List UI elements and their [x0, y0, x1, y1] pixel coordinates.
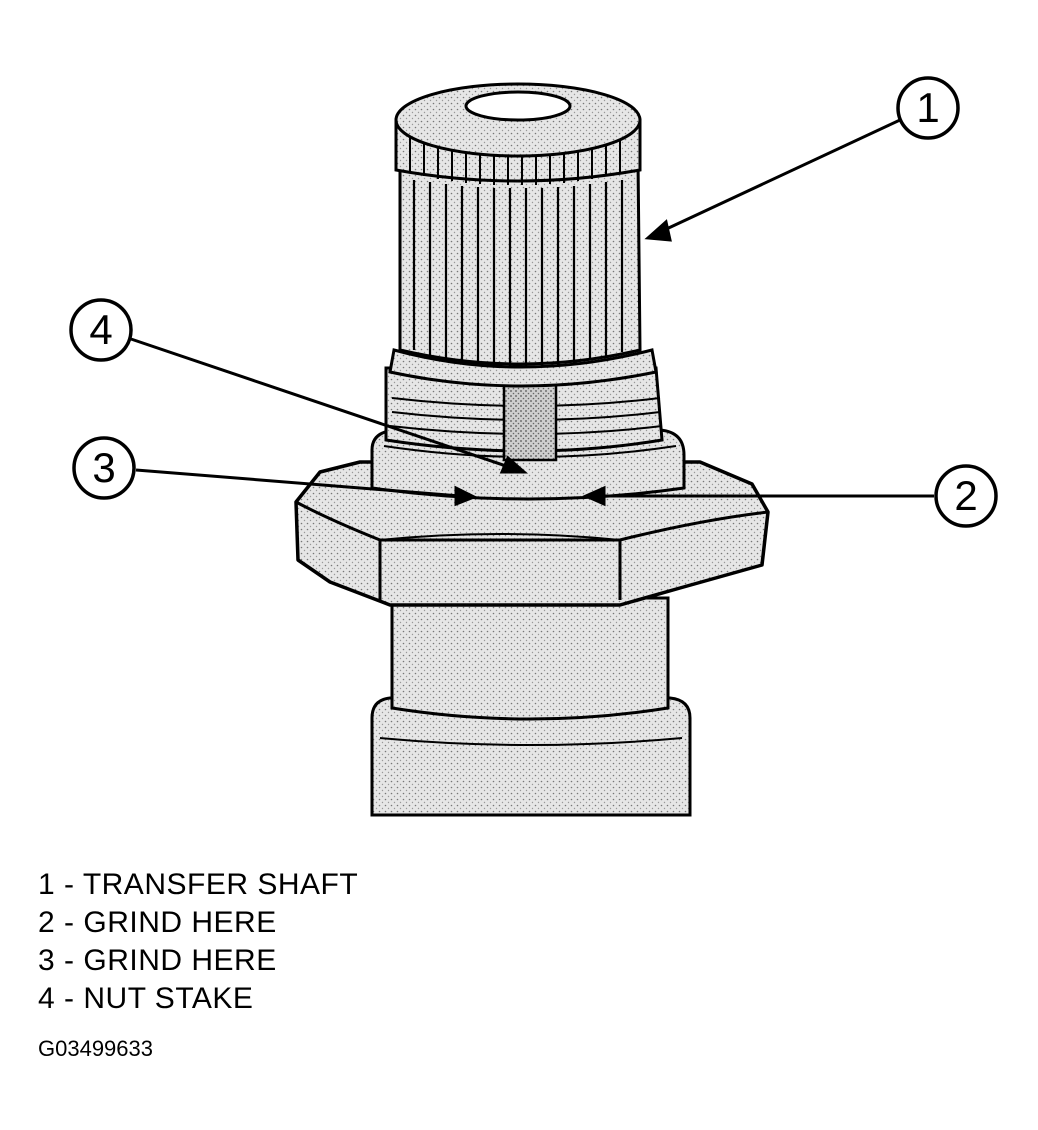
hex-nut	[294, 460, 770, 607]
legend-separator: -	[55, 906, 84, 939]
legend-text: GRIND HERE	[83, 944, 277, 977]
leader-arrow-4	[127, 336, 528, 474]
shaft-end-face	[394, 82, 642, 158]
shaft-lower-body	[370, 596, 692, 817]
spline-grooves	[412, 180, 624, 367]
leader-lines	[127, 118, 934, 507]
legend-number: 4	[38, 982, 56, 1015]
callout-4: 4	[69, 298, 133, 362]
callout-4-number: 4	[89, 306, 112, 353]
legend-number: 1	[38, 868, 56, 901]
callout-1-number: 1	[916, 84, 939, 131]
legend-separator: -	[55, 868, 83, 901]
legend-item-4: 4 - NUT STAKE	[38, 980, 358, 1018]
leader-arrow-1	[644, 118, 901, 242]
legend-number: 2	[38, 906, 56, 939]
leader-arrow-2	[582, 485, 934, 507]
legend-separator: -	[55, 944, 84, 977]
callout-1: 1	[896, 76, 960, 140]
legend-text: TRANSFER SHAFT	[82, 868, 359, 901]
threaded-shoulder	[384, 366, 664, 462]
legend: 1 - TRANSFER SHAFT 2 - GRIND HERE 3 - GR…	[38, 866, 358, 1018]
transfer-shaft-diagram: 1 4 3 2	[69, 76, 998, 817]
legend-item-3: 3 - GRIND HERE	[38, 942, 358, 980]
legend-text: GRIND HERE	[83, 906, 277, 939]
legend-number: 3	[38, 944, 56, 977]
legend-item-1: 1 - TRANSFER SHAFT	[38, 866, 358, 904]
callout-2: 2	[934, 464, 998, 528]
legend-separator: -	[55, 982, 84, 1015]
callout-3: 3	[72, 436, 136, 500]
callout-2-number: 2	[954, 472, 977, 519]
legend-item-2: 2 - GRIND HERE	[38, 904, 358, 942]
legend-text: NUT STAKE	[83, 982, 254, 1015]
callout-3-number: 3	[92, 444, 115, 491]
splined-shaft	[388, 158, 658, 388]
figure-id: G03499633	[38, 1036, 153, 1061]
leader-arrow-3	[135, 468, 478, 507]
